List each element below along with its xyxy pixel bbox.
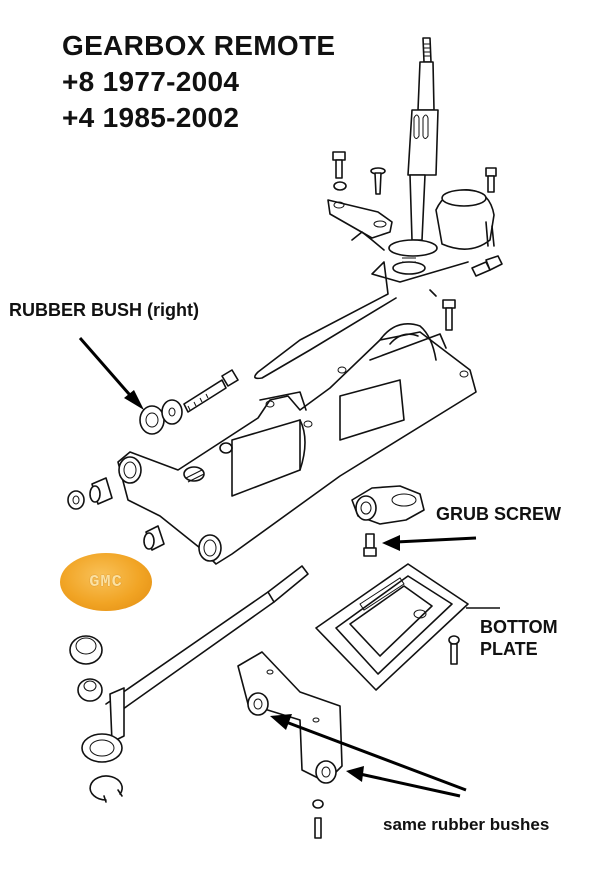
gaiter-cap [435,189,495,250]
model-years-plus8: +8 1977-2004 [62,66,240,97]
arrow-same-bushes-upper [270,714,467,792]
spring-detent [471,255,503,277]
gmc-logo: GMC [60,553,152,611]
logo-text: GMC [89,572,123,592]
diagram-title: GEARBOX REMOTE [62,30,336,61]
grub-screw [363,533,377,557]
model-years-plus4: +4 1985-2002 [62,102,240,133]
rubber-bush-label: RUBBER BUSH (right) [9,300,199,320]
side-bushes [67,477,165,551]
top-bolts [332,151,497,331]
arrow-grub-screw [382,535,477,551]
circlip [89,775,123,803]
bottom-plate-label-line1: BOTTOM [480,617,558,637]
selector-rod [81,565,309,763]
rubber-bush-right [139,369,239,435]
selector-yoke [351,485,425,525]
lever-bracket [327,199,393,251]
selector-rod-wire [254,261,469,380]
bottom-plate-label-line2: PLATE [480,639,538,659]
arrow-same-bushes-lower [346,766,461,798]
same-rubber-bushes-label: same rubber bushes [383,815,550,834]
mounting-bracket [237,651,343,839]
arrow-rubber-bush [78,337,144,410]
bottom-plate [315,563,469,691]
gear-lever-shaft [388,37,439,275]
rod-bushes [69,635,103,702]
remote-housing [117,323,477,565]
grub-screw-label: GRUB SCREW [436,504,561,524]
